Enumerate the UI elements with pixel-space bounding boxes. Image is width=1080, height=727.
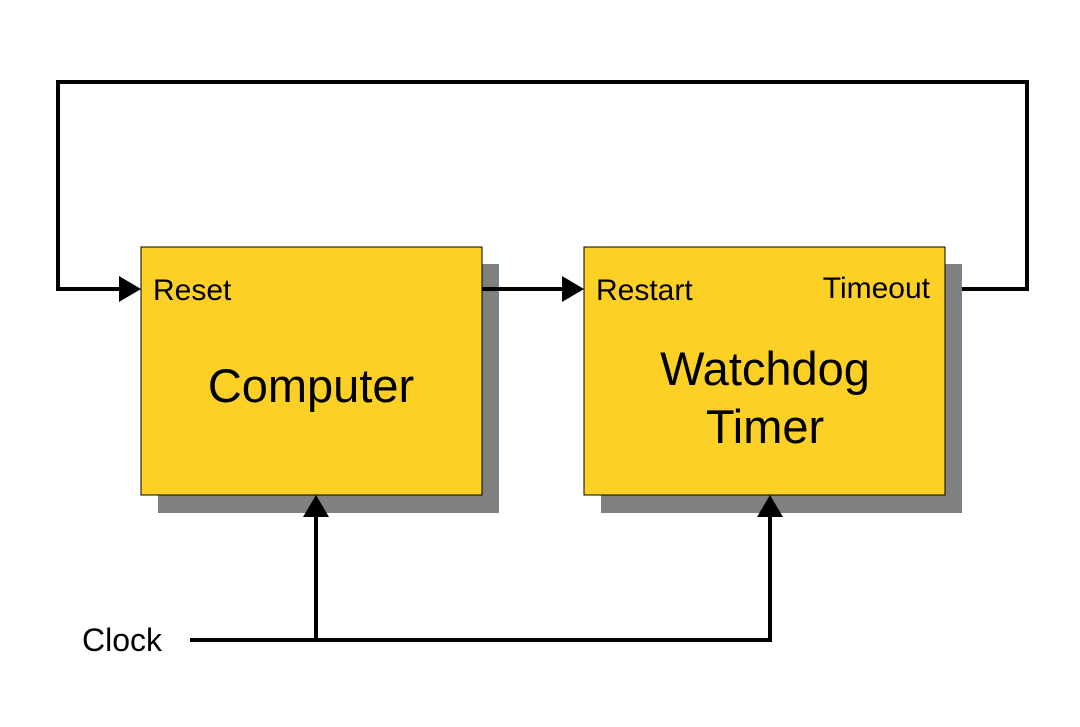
timeout-feedback-wire: [56, 80, 1029, 291]
timeout-port-label: Timeout: [823, 272, 931, 305]
computer-clock-arrow: [303, 495, 329, 517]
watchdog-timer-block: [583, 246, 946, 496]
watchdog-clock-arrow: [757, 495, 783, 517]
clock-wire: [190, 516, 772, 642]
computer-block: [140, 246, 483, 496]
restart-input-arrow: [562, 276, 584, 302]
reset-port-label: Reset: [153, 274, 232, 307]
clock-input-label: Clock: [82, 622, 163, 658]
restart-port-label: Restart: [596, 274, 693, 307]
reset-input-arrow: [119, 276, 141, 302]
computer-title: Computer: [208, 359, 414, 412]
watchdog-title-line1: Watchdog: [660, 342, 870, 395]
watchdog-title-line2: Timer: [706, 400, 824, 453]
